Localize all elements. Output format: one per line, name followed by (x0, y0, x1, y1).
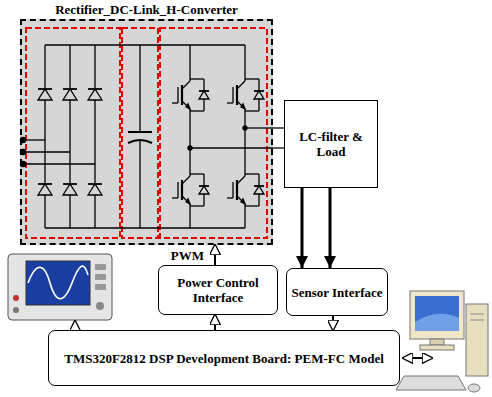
diode-symbol (38, 89, 52, 100)
box-label: Sensor Interface (287, 285, 386, 300)
diode-bar (63, 183, 77, 185)
connector-arrow (273, 127, 284, 128)
diode-bar (38, 88, 52, 90)
diode-bar (88, 183, 102, 185)
converter-ground (20, 19, 273, 245)
connector-arrow (329, 188, 332, 268)
connector-arrow (214, 245, 216, 265)
connector-arrow (214, 315, 216, 330)
diode-symbol (88, 89, 102, 100)
section-heading: Rectifier_DC-Link_H-Converter (2, 2, 291, 17)
diode-bar (63, 88, 77, 90)
diode-bar (38, 183, 52, 185)
diode-symbol (38, 184, 52, 195)
filter-load-box: LC-filter & Load (284, 100, 378, 188)
box-label: LC-filter & Load (285, 129, 377, 159)
interface-box: Power Control Interface (158, 265, 278, 315)
signal-label: PWM (170, 248, 205, 263)
interface-box: Sensor Interface (286, 268, 388, 316)
converter-frame: Rectifier_DC-Link_H-Converter (20, 19, 273, 245)
connector-arrow (273, 147, 284, 148)
igbt-symbol (172, 174, 209, 206)
dsp-board-box: TMS320F2812 DSP Development Board: PEM-F… (48, 330, 400, 386)
box-label: TMS320F2812 DSP Development Board: PEM-F… (60, 351, 388, 366)
computer-icon (396, 291, 488, 392)
diode-bar (88, 88, 102, 90)
igbt-symbol (227, 174, 264, 206)
igbt-symbol (227, 79, 264, 111)
oscilloscope-icon (8, 254, 112, 320)
scope-arrow (74, 321, 76, 330)
connector-arrow (332, 316, 334, 330)
section-frames (26, 28, 267, 238)
diode-symbol (88, 184, 102, 195)
circuit-schematic (20, 45, 273, 228)
diode-symbol (63, 184, 77, 195)
diode-symbol (63, 89, 77, 100)
igbt-symbol (172, 79, 209, 111)
pc-link-arrow (403, 357, 432, 359)
box-label: Power Control Interface (159, 275, 277, 305)
connector-arrow (301, 188, 304, 268)
